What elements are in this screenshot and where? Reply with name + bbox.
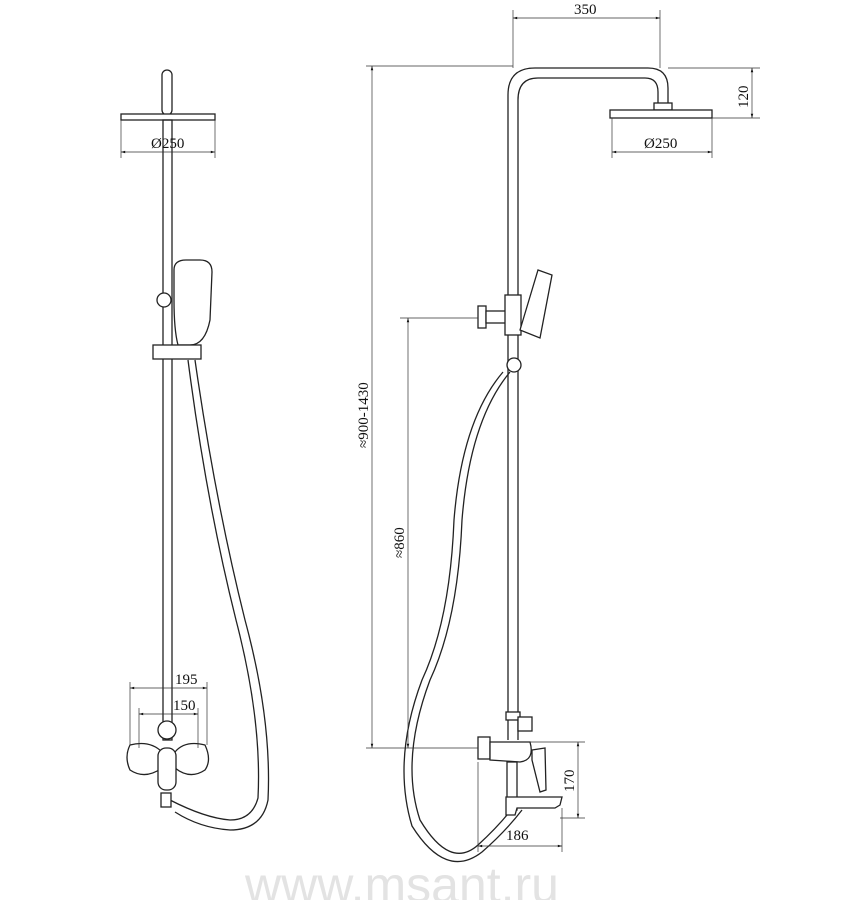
arm-outer — [507, 67, 669, 740]
holder — [504, 294, 522, 336]
hose-outer — [174, 359, 270, 831]
diverter-knob-side — [517, 716, 533, 732]
mixer-height-label: 170 — [562, 770, 578, 793]
arm-inner — [517, 77, 659, 740]
arm-reach-label: 350 — [574, 2, 597, 18]
bracket-height-label: ≈860 — [392, 527, 408, 558]
side-mixer-lever — [531, 747, 547, 793]
watermark: www.msant.ru — [244, 857, 559, 900]
side-shower-head — [609, 109, 713, 119]
head-connector — [653, 102, 673, 111]
slider — [152, 344, 202, 360]
head-drop-label: 120 — [736, 86, 752, 109]
hose-inner — [169, 359, 260, 821]
mixer-outlet — [160, 792, 172, 808]
mixer-width-outer-label: 195 — [175, 672, 198, 688]
side-hose-outer — [411, 371, 516, 854]
side-view: 350 120 Ø250 ≈900-1430 ≈860 170 186 — [356, 2, 760, 863]
wall-bracket-plate — [477, 305, 487, 329]
slider-ball — [506, 357, 522, 373]
spout-length-label: 186 — [506, 828, 529, 844]
wall-flange — [477, 736, 491, 760]
side-hand-shower — [519, 269, 553, 339]
riser-pipe — [162, 119, 173, 741]
side-head-diameter-label: Ø250 — [644, 136, 677, 152]
top-nub — [161, 69, 173, 116]
mixer-width-inner-label: 150 — [173, 698, 196, 714]
side-mixer-body — [489, 741, 532, 763]
front-view: Ø250 195 150 — [120, 69, 270, 831]
front-head-diameter-label: Ø250 — [151, 136, 184, 152]
overall-height-label: ≈900-1430 — [356, 382, 372, 448]
hand-shower — [173, 259, 213, 346]
side-hose-inner — [403, 371, 523, 863]
shower-head — [120, 113, 216, 121]
diverter-collar — [505, 711, 521, 721]
spout — [505, 796, 563, 816]
diverter-knob — [157, 720, 177, 740]
hose-connector — [156, 292, 172, 308]
mixer-lever — [157, 747, 177, 791]
